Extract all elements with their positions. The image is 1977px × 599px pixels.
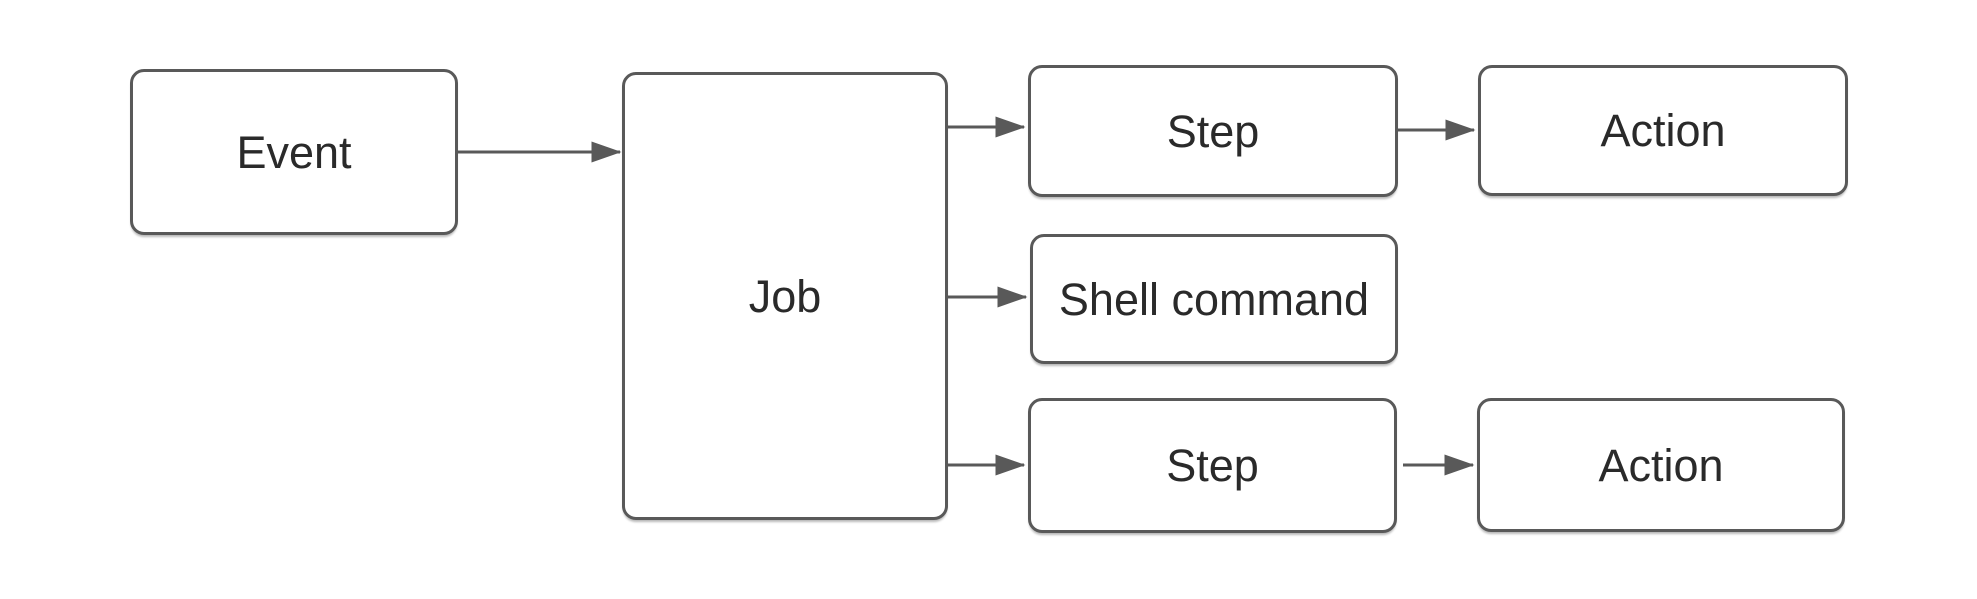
action-node-bottom: Action <box>1477 398 1845 532</box>
event-node-label: Event <box>236 126 352 178</box>
step-node-top-label: Step <box>1166 105 1260 157</box>
action-node-top: Action <box>1478 65 1848 196</box>
job-node-label: Job <box>748 270 822 322</box>
step-node-bottom: Step <box>1028 398 1397 533</box>
step-node-bottom-label: Step <box>1166 440 1259 491</box>
shell-command-node: Shell command <box>1030 234 1398 364</box>
job-node: Job <box>622 72 948 520</box>
event-node: Event <box>130 69 458 235</box>
action-node-bottom-label: Action <box>1598 439 1724 491</box>
shell-command-node-label: Shell command <box>1058 273 1370 325</box>
step-node-top: Step <box>1028 65 1398 197</box>
action-node-top-label: Action <box>1600 105 1726 156</box>
